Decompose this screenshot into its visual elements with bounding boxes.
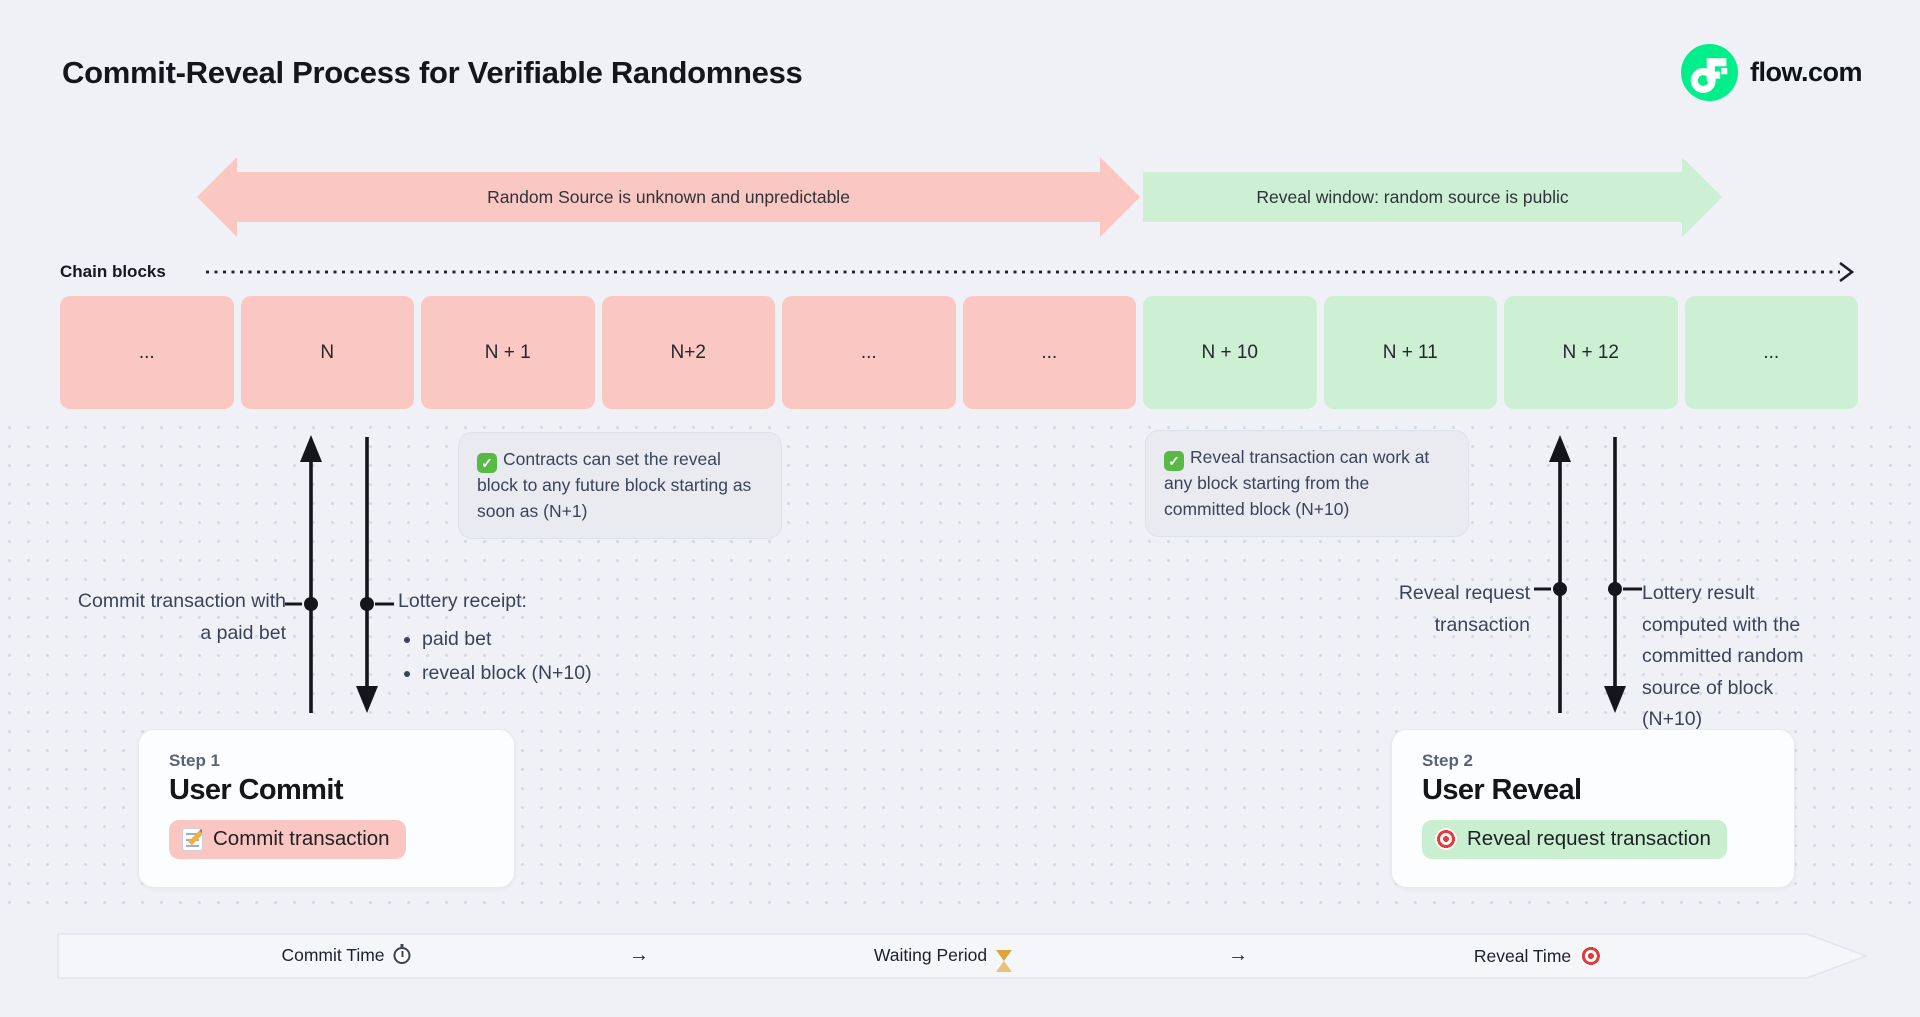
chain-block: N <box>240 296 414 409</box>
step-card-user-commit: Step 1 User Commit Commit transaction <box>138 729 515 888</box>
hourglass-icon <box>996 950 1013 972</box>
step-card-user-reveal: Step 2 User Reveal Reveal request transa… <box>1391 729 1795 888</box>
timeline-bar <box>57 933 1869 979</box>
chain-block: ... <box>962 296 1136 409</box>
pill-label: Reveal request transaction <box>1467 827 1711 850</box>
lottery-receipt-bullet: paid bet <box>422 624 658 656</box>
brand-link[interactable]: flow.com <box>1680 44 1863 101</box>
commit-phase-arrow: Random Source is unknown and unpredictab… <box>237 172 1100 222</box>
chain-dotted-arrow <box>206 261 1855 283</box>
reveal-arrow-right-head <box>1682 157 1722 237</box>
note-commit-window: ✓Contracts can set the reveal block to a… <box>458 432 782 539</box>
chain-block: N+2 <box>601 296 775 409</box>
reveal-phase-arrow: Reveal window: random source is public <box>1143 172 1682 222</box>
commit-arrow-left-head <box>197 157 237 237</box>
step-label: Step 1 <box>169 751 221 770</box>
callout-lottery-result: Lottery result computed with the committ… <box>1642 582 1804 731</box>
timeline-waiting-period: Waiting Period <box>873 945 1013 972</box>
reveal-phase-label: Reveal window: random source is public <box>1256 186 1569 207</box>
timeline-label: Waiting Period <box>873 945 988 965</box>
check-icon: ✓ <box>477 453 497 474</box>
chain-block: N + 11 <box>1323 296 1497 409</box>
chain-block: N + 10 <box>1143 296 1317 409</box>
chain-block: N + 12 <box>1504 296 1678 409</box>
timeline-commit-time: Commit Time <box>281 944 411 966</box>
chain-block: ... <box>782 296 956 409</box>
commit-transaction-pill: Commit transaction <box>169 820 406 859</box>
step-title: User Reveal <box>1422 774 1582 806</box>
chain-block-row: ... N N + 1 N+2 ... ... N + 10 N + 11 N … <box>60 296 1858 409</box>
note-reveal-window: ✓Reveal transaction can work at any bloc… <box>1145 430 1469 537</box>
timeline-label: Commit Time <box>281 945 385 965</box>
brand-name: flow.com <box>1749 57 1863 87</box>
timeline-label: Reveal Time <box>1473 945 1572 966</box>
note-text: Contracts can set the reveal block to an… <box>477 449 752 521</box>
reveal-request-pill: Reveal request transaction <box>1422 820 1727 859</box>
step-title: User Commit <box>169 774 343 806</box>
stopwatch-icon <box>393 944 411 964</box>
timeline-reveal-time: Reveal Time <box>1473 945 1603 967</box>
commit-phase-label: Random Source is unknown and unpredictab… <box>487 186 850 207</box>
chain-blocks-label: Chain blocks <box>60 262 166 281</box>
commit-arrow-right-head <box>1100 157 1140 237</box>
step-label: Step 2 <box>1422 751 1474 770</box>
callout-commit-transaction: Commit transaction with a paid bet <box>77 590 286 644</box>
memo-icon <box>182 827 203 851</box>
lottery-receipt-title: Lottery receipt: <box>398 590 527 612</box>
timeline-arrow-icon: → <box>1228 944 1248 966</box>
chain-block: ... <box>1684 296 1858 409</box>
lottery-receipt-bullet: reveal block (N+10) <box>422 658 658 690</box>
target-icon <box>1435 828 1457 850</box>
callout-reveal-request: Reveal request transaction <box>1398 582 1530 636</box>
chain-block: N + 1 <box>421 296 595 409</box>
callout-lottery-receipt: Lottery receipt: paid bet reveal block (… <box>398 586 658 693</box>
flow-logo-icon <box>1680 44 1738 101</box>
target-icon <box>1580 945 1603 967</box>
note-text: Reveal transaction can work at any block… <box>1164 447 1430 519</box>
timeline-arrow-icon: → <box>629 944 649 966</box>
chain-block: ... <box>60 296 234 409</box>
pill-label: Commit transaction <box>213 827 390 850</box>
check-icon: ✓ <box>1164 451 1184 472</box>
page-title: Commit-Reveal Process for Verifiable Ran… <box>62 55 803 90</box>
